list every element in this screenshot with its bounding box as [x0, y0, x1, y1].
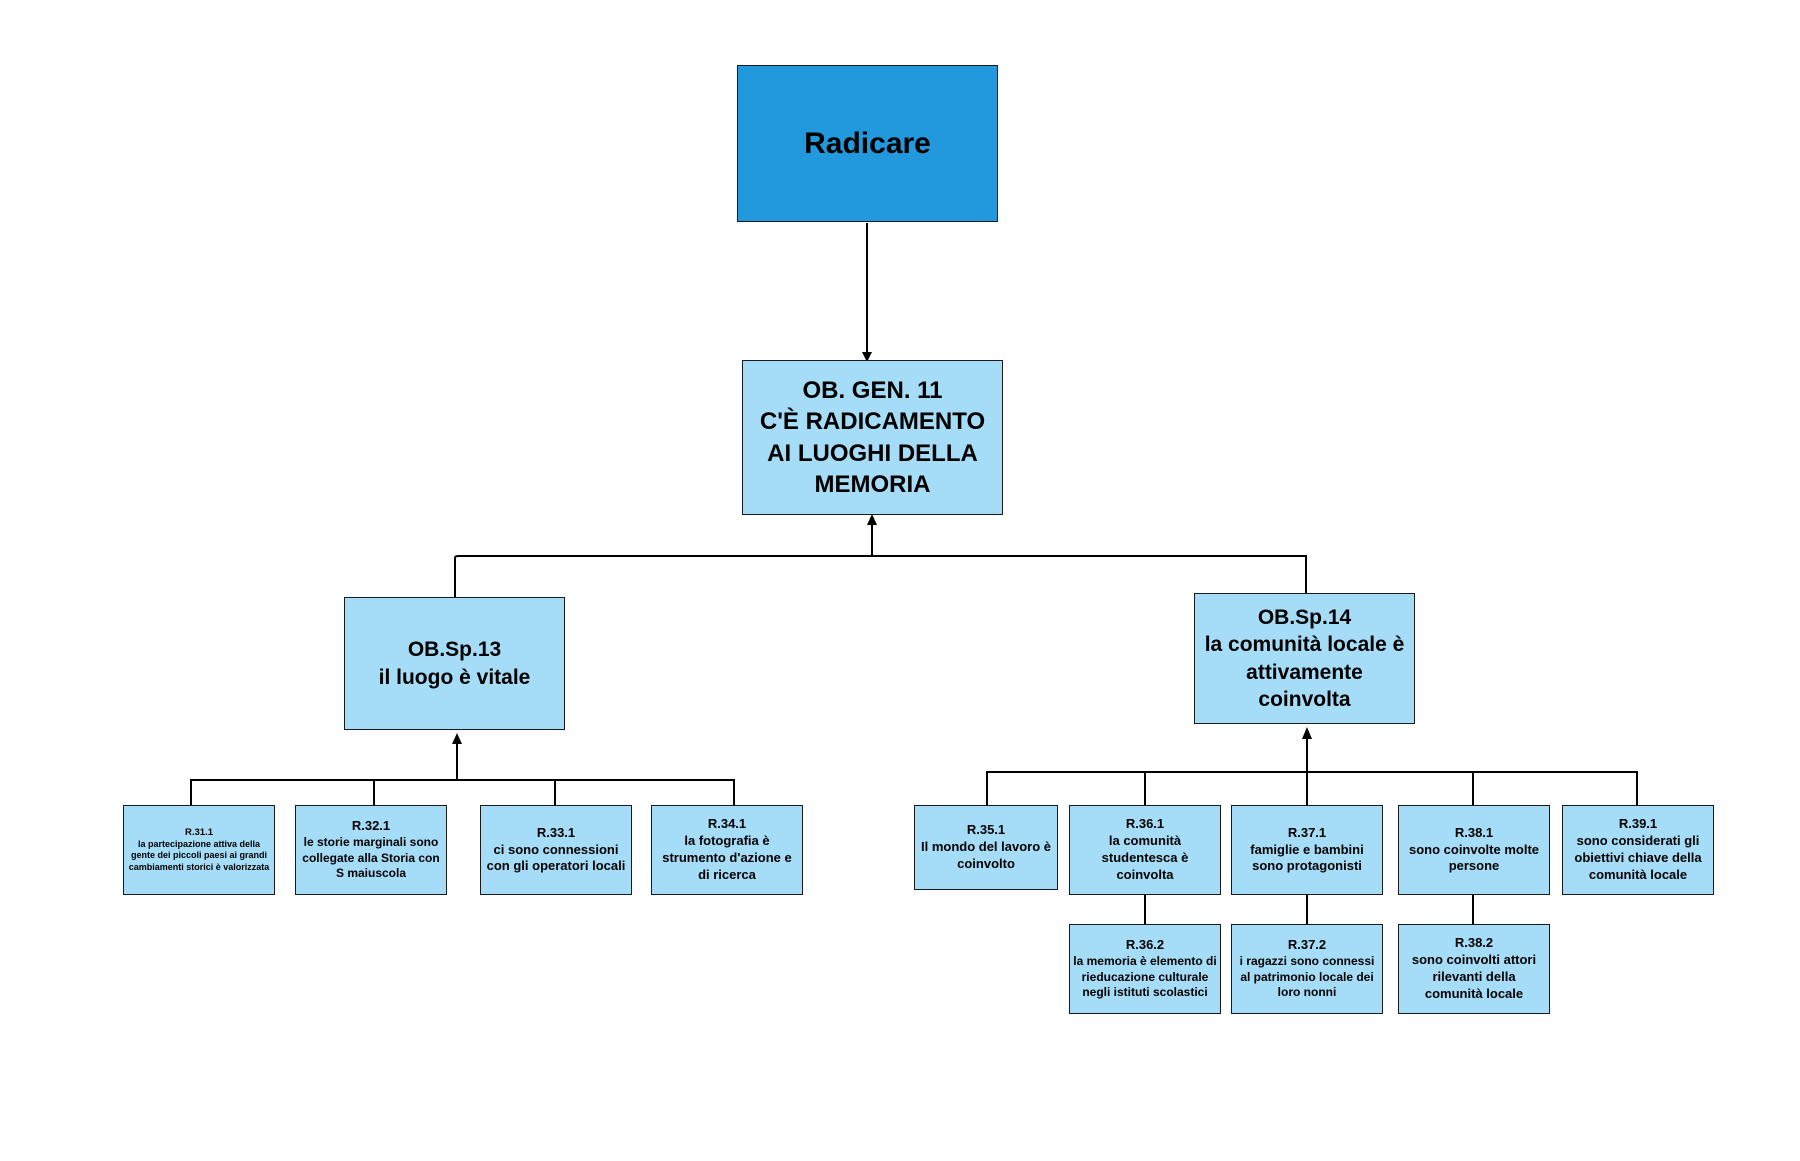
- edge-r-sp13: [190, 779, 735, 805]
- sub-result-text: i ragazzi sono connessi al patrimonio lo…: [1239, 954, 1375, 1000]
- general-objective-text: C'È RADICAMENTO AI LUOGHI DELLA MEMORIA: [759, 408, 986, 498]
- result-node: R.35.1 Il mondo del lavoro è coinvolto: [914, 805, 1058, 890]
- sub-result-code: R.36.2: [1125, 937, 1165, 953]
- specific-objective-text: la comunità locale è attivamente coinvol…: [1204, 633, 1405, 711]
- result-text: la comunità studentesca è coinvolta: [1101, 833, 1189, 882]
- arrowhead-general-bottom: [867, 514, 877, 525]
- result-code: R.31.1: [185, 827, 213, 839]
- arrowhead-general: [862, 352, 872, 362]
- general-objective-node: OB. GEN. 11 C'È RADICAMENTO AI LUOGHI DE…: [742, 360, 1003, 515]
- specific-objective-code: OB.Sp.13: [407, 638, 502, 662]
- edge-sp13-general: [454, 520, 873, 598]
- specific-objective-code: OB.Sp.14: [1257, 605, 1352, 629]
- result-node: R.34.1 la fotografia è strumento d'azion…: [651, 805, 803, 895]
- specific-objective-node: OB.Sp.13 il luogo è vitale: [344, 597, 565, 730]
- specific-objective-node: OB.Sp.14 la comunità locale è attivament…: [1194, 593, 1415, 724]
- result-text: sono coinvolte molte persone: [1408, 841, 1539, 874]
- result-code: R.37.1: [1287, 824, 1327, 840]
- sub-result-code: R.38.2: [1454, 935, 1494, 951]
- result-code: R.35.1: [966, 822, 1006, 838]
- result-text: famiglie e bambini sono protagonisti: [1250, 841, 1364, 874]
- result-node: R.39.1 sono considerati gli obiettivi ch…: [1562, 805, 1714, 895]
- result-node: R.33.1 ci sono connessioni con gli opera…: [480, 805, 632, 895]
- result-text: ci sono connessioni con gli operatori lo…: [486, 841, 626, 874]
- sub-result-text: sono coinvolti attori rilevanti della co…: [1411, 952, 1537, 1001]
- result-node: R.38.1 sono coinvolte molte persone: [1398, 805, 1550, 895]
- edge-sp14-general: [872, 555, 1307, 594]
- result-code: R.34.1: [707, 816, 747, 832]
- result-node: R.31.1 la partecipazione attiva della ge…: [123, 805, 275, 895]
- result-text: la fotografia è strumento d'azione e di …: [662, 833, 792, 882]
- result-node: R.37.1 famiglie e bambini sono protagoni…: [1231, 805, 1383, 895]
- arrowhead-sp14: [1302, 727, 1312, 739]
- general-objective-code: OB. GEN. 11: [802, 377, 943, 405]
- root-node: Radicare: [737, 65, 998, 222]
- result-code: R.32.1: [351, 818, 391, 834]
- sub-result-node: R.38.2 sono coinvolti attori rilevanti d…: [1398, 924, 1550, 1014]
- sub-result-code: R.37.2: [1287, 937, 1327, 953]
- arrowhead-sp13: [452, 733, 462, 744]
- result-text: le storie marginali sono collegate alla …: [302, 835, 440, 881]
- root-label: Radicare: [804, 126, 931, 160]
- result-node: R.36.1 la comunità studentesca è coinvol…: [1069, 805, 1221, 895]
- sub-result-text: la memoria è elemento di rieducazione cu…: [1073, 954, 1217, 1000]
- result-code: R.38.1: [1454, 824, 1494, 840]
- sub-result-node: R.37.2 i ragazzi sono connessi al patrim…: [1231, 924, 1383, 1014]
- result-code: R.39.1: [1618, 816, 1658, 832]
- result-text: la partecipazione attiva della gente dei…: [128, 839, 270, 872]
- result-text: sono considerati gli obiettivi chiave de…: [1574, 833, 1702, 882]
- result-text: Il mondo del lavoro è coinvolto: [920, 839, 1052, 871]
- result-node: R.32.1 le storie marginali sono collegat…: [295, 805, 447, 895]
- result-code: R.36.1: [1125, 816, 1165, 832]
- specific-objective-text: il luogo è vitale: [378, 665, 531, 689]
- edge-r-sp14: [986, 771, 1638, 805]
- sub-result-node: R.36.2 la memoria è elemento di rieducaz…: [1069, 924, 1221, 1014]
- result-code: R.33.1: [536, 824, 576, 840]
